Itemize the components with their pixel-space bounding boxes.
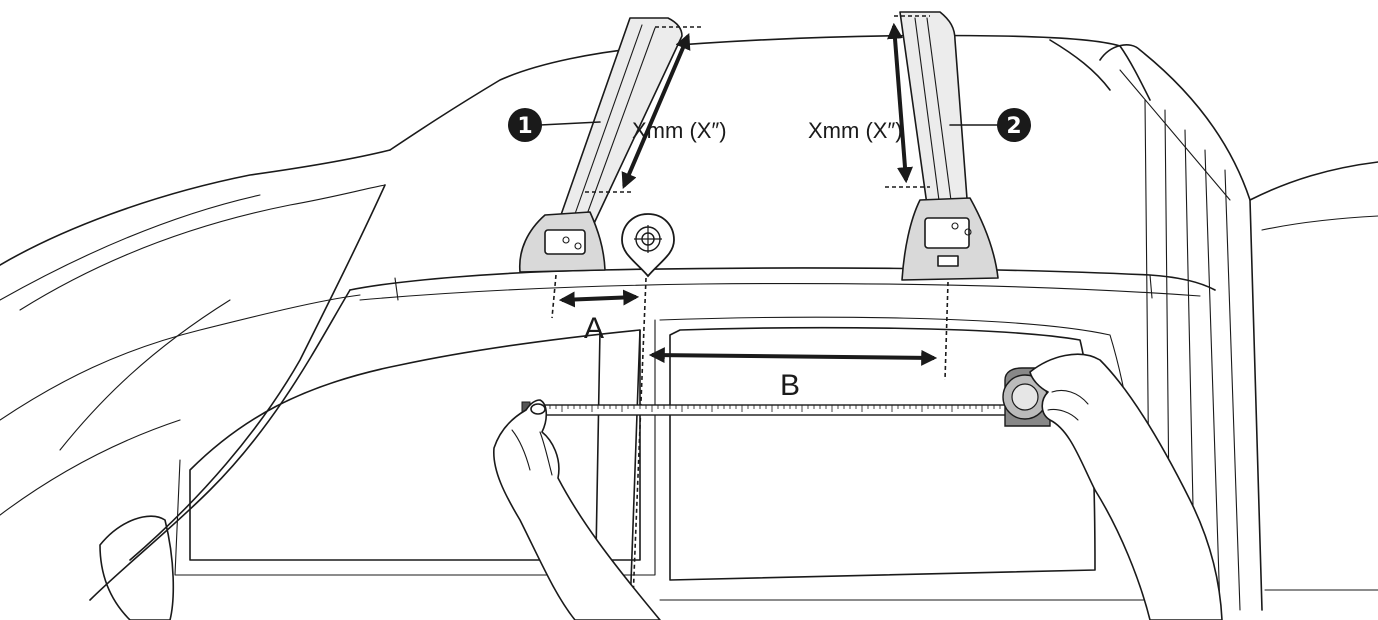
target-pin-icon <box>621 213 675 278</box>
roof-bar-2-crossbar <box>899 11 969 213</box>
hood-outline <box>0 149 391 266</box>
distance-a-label: A <box>584 312 604 345</box>
rear-window-frame <box>669 326 1096 581</box>
windshield-edge <box>389 47 641 151</box>
bar-2-overhang-arrow <box>887 22 913 184</box>
distance-b-dimension: B <box>648 281 949 402</box>
right-hand <box>1029 353 1223 620</box>
roof-bar-2 <box>899 11 999 281</box>
distance-b-label: B <box>780 369 800 402</box>
tape-ticks <box>531 405 1001 412</box>
svg-text:1: 1 <box>517 114 532 139</box>
left-hand <box>493 399 661 620</box>
bar-2-overhang-label: Xmm (X″) <box>808 118 903 143</box>
distance-a-arrow <box>558 289 640 308</box>
bar-1-overhang-arrow <box>621 33 691 189</box>
bar-1-overhang-label: Xmm (X″) <box>632 118 727 143</box>
svg-text:2: 2 <box>1006 114 1021 139</box>
bar-1-overhang-dimension: Xmm (X″) <box>585 26 727 193</box>
bar-2-overhang-dimension: Xmm (X″) <box>808 15 930 188</box>
distance-a-dimension: A <box>551 274 647 601</box>
side-mirror <box>99 515 175 620</box>
bar-1-number-badge: 1 <box>508 108 601 142</box>
roof-outline <box>639 34 1121 49</box>
distance-b-arrow <box>648 347 938 366</box>
roof-gutter <box>349 267 1216 291</box>
front-window-frame <box>189 329 641 561</box>
bar-2-number-badge: 2 <box>949 108 1031 142</box>
rear-cage <box>1099 44 1263 611</box>
